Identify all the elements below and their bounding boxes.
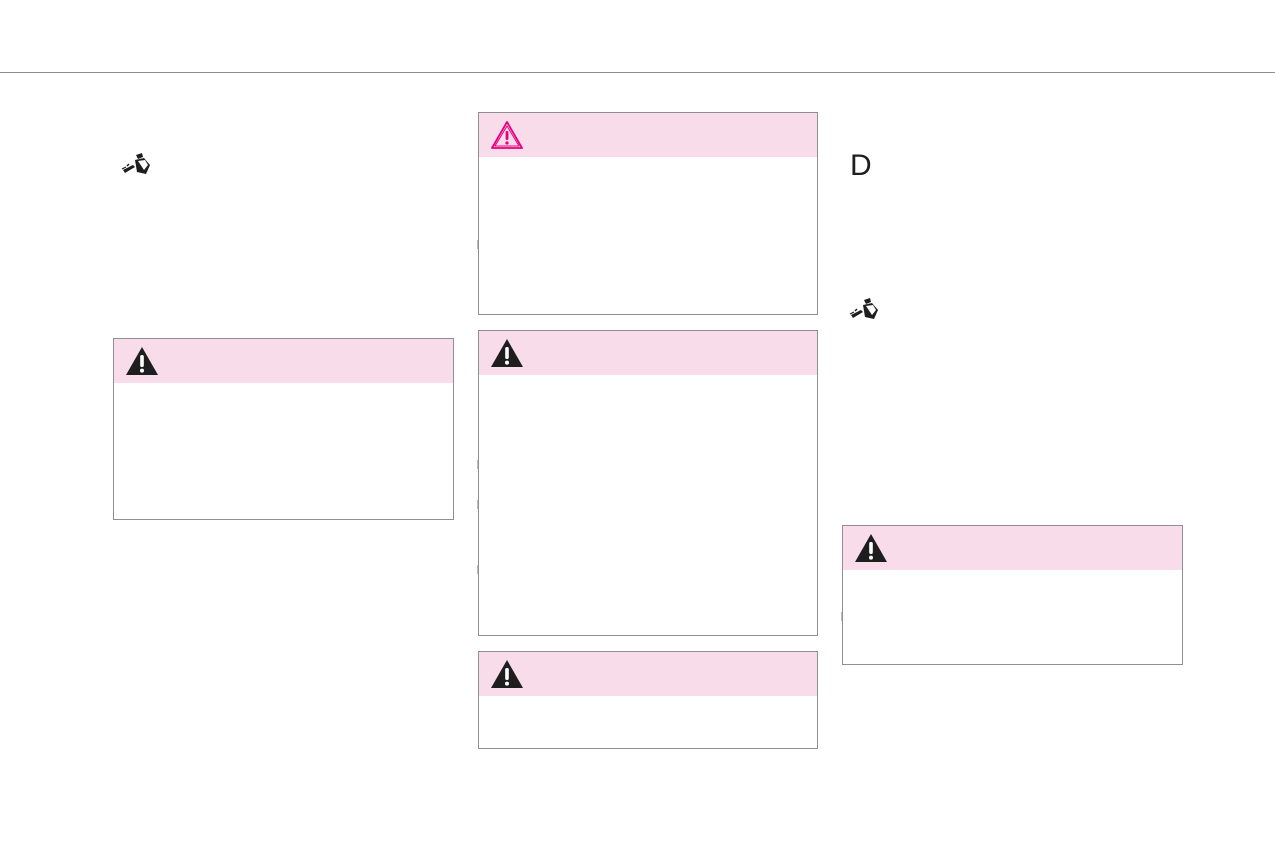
warning-header xyxy=(479,652,817,696)
warning-box xyxy=(478,651,818,749)
warning-header xyxy=(114,339,453,383)
warning-triangle-icon xyxy=(855,534,887,562)
warning-box xyxy=(478,330,818,636)
header-rule xyxy=(0,72,1275,73)
margin-tick xyxy=(477,565,478,574)
section-letter: D xyxy=(850,149,872,182)
warning-triangle-icon xyxy=(491,660,523,688)
warning-triangle-icon xyxy=(126,347,158,375)
warning-box xyxy=(478,112,818,315)
margin-tick xyxy=(477,500,478,509)
margin-tick xyxy=(477,460,478,469)
margin-tick xyxy=(477,240,478,249)
spray-tool-icon xyxy=(121,153,150,174)
warning-header xyxy=(479,113,817,157)
warning-triangle-icon xyxy=(491,339,523,367)
warning-box xyxy=(113,338,454,520)
warning-header xyxy=(479,331,817,375)
spray-tool-icon xyxy=(849,298,878,319)
warning-box xyxy=(842,525,1183,665)
margin-tick xyxy=(841,612,842,621)
warning-header xyxy=(843,526,1182,570)
warning-triangle-outline-icon xyxy=(491,121,523,149)
